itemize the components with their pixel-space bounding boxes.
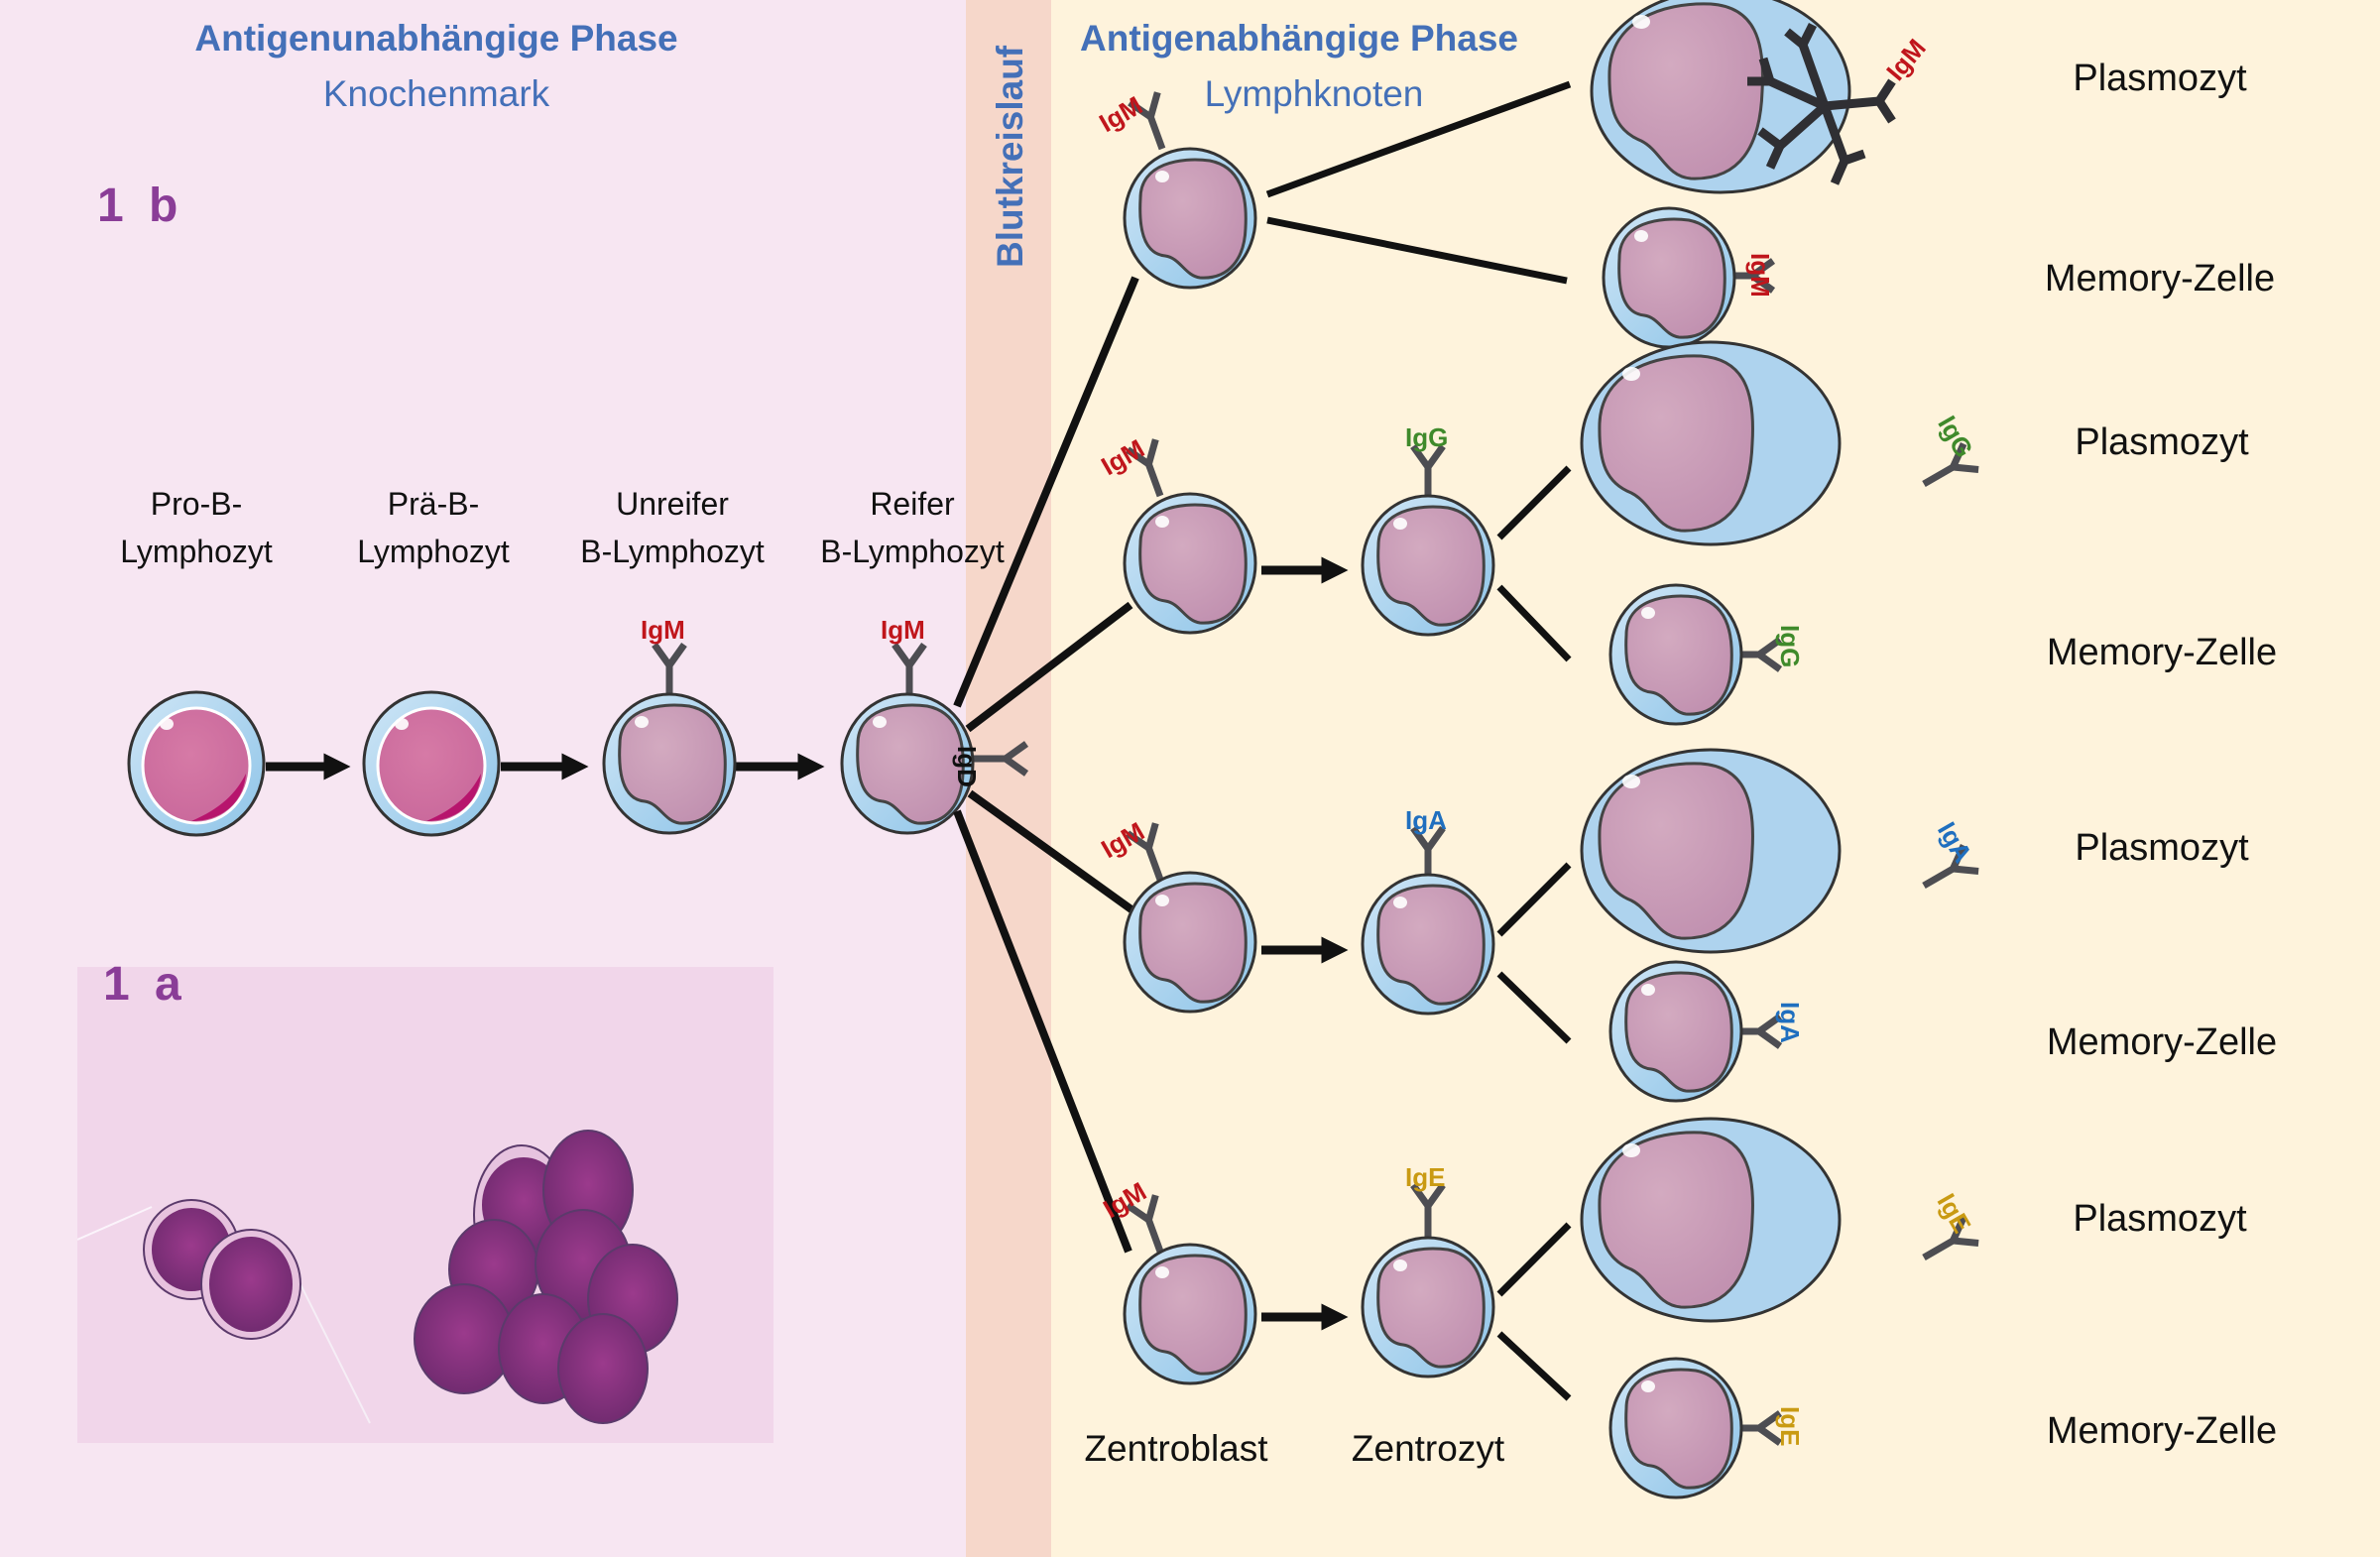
micrograph-cells: [77, 1130, 678, 1424]
pro-b-lymphocyte-cell: [127, 690, 266, 837]
bone-marrow-subtitle: Knochenmark: [322, 73, 550, 114]
plasmocyte-label: Plasmozyt: [2073, 1198, 2247, 1240]
receptor-label-ige: IgE: [1405, 1162, 1446, 1192]
plasmocyte-label: Plasmozyt: [2075, 827, 2249, 869]
memory-cell-label: Memory-Zelle: [2046, 632, 2278, 673]
plasmocyte-label: Plasmozyt: [2073, 58, 2247, 99]
bloodstream-band: [966, 0, 1051, 1557]
receptor-label-ige: IgE: [1775, 1406, 1805, 1447]
bloodstream-label: Blutkreislauf: [990, 45, 1030, 268]
memory-cell-label: Memory-Zelle: [2044, 258, 2276, 299]
lymph-node-subtitle: Lymphknoten: [1204, 73, 1424, 114]
stage-label-pre-b: Prä-B-Lymphozyt: [357, 486, 510, 569]
branch-igm: [1123, 0, 1896, 349]
receptor-label-igm: IgM: [1745, 253, 1775, 298]
receptor-label-iga: IgA: [1405, 805, 1447, 835]
receptor-label-iga: IgA: [1775, 1002, 1805, 1043]
igm-pentamer-icon: [1747, 22, 1896, 185]
receptor-label-igd: IgD: [952, 746, 982, 787]
pre-b-lymphocyte-cell: [362, 690, 501, 837]
dependent-phase-title: Antigenabhängige Phase: [1079, 18, 1519, 59]
branch-ige: [1123, 1117, 1978, 1499]
plasmocyte-label: Plasmozyt: [2075, 421, 2249, 463]
centroblast-label: Zentroblast: [1084, 1428, 1268, 1469]
independent-phase-title: Antigenunabhängige Phase: [194, 18, 678, 59]
differentiation-lines: [953, 276, 1139, 1254]
stage-label-pro-b: Pro-B-Lymphozyt: [120, 486, 273, 569]
receptor-label-igg: IgG: [1775, 625, 1805, 668]
branch-iga: [1123, 748, 1978, 1103]
receptor-label-igm: IgM: [881, 615, 925, 645]
receptor-label-igm: IgM: [641, 615, 685, 645]
immature-b-lymphocyte-cell: [602, 645, 737, 835]
memory-cell-label: Memory-Zelle: [2046, 1021, 2278, 1063]
micrograph-image: [77, 967, 774, 1443]
mature-b-lymphocyte-cell: [840, 645, 1026, 835]
cell-cluster: [414, 1130, 678, 1424]
memory-cell-label: Memory-Zelle: [2046, 1410, 2278, 1452]
figure-label-1a: 1 a: [103, 958, 187, 1011]
branch-igg: [1123, 340, 1978, 726]
receptor-label-igg: IgG: [1405, 422, 1449, 452]
centrocyte-label: Zentrozyt: [1351, 1428, 1505, 1469]
figure-label-1b: 1 b: [97, 180, 184, 232]
